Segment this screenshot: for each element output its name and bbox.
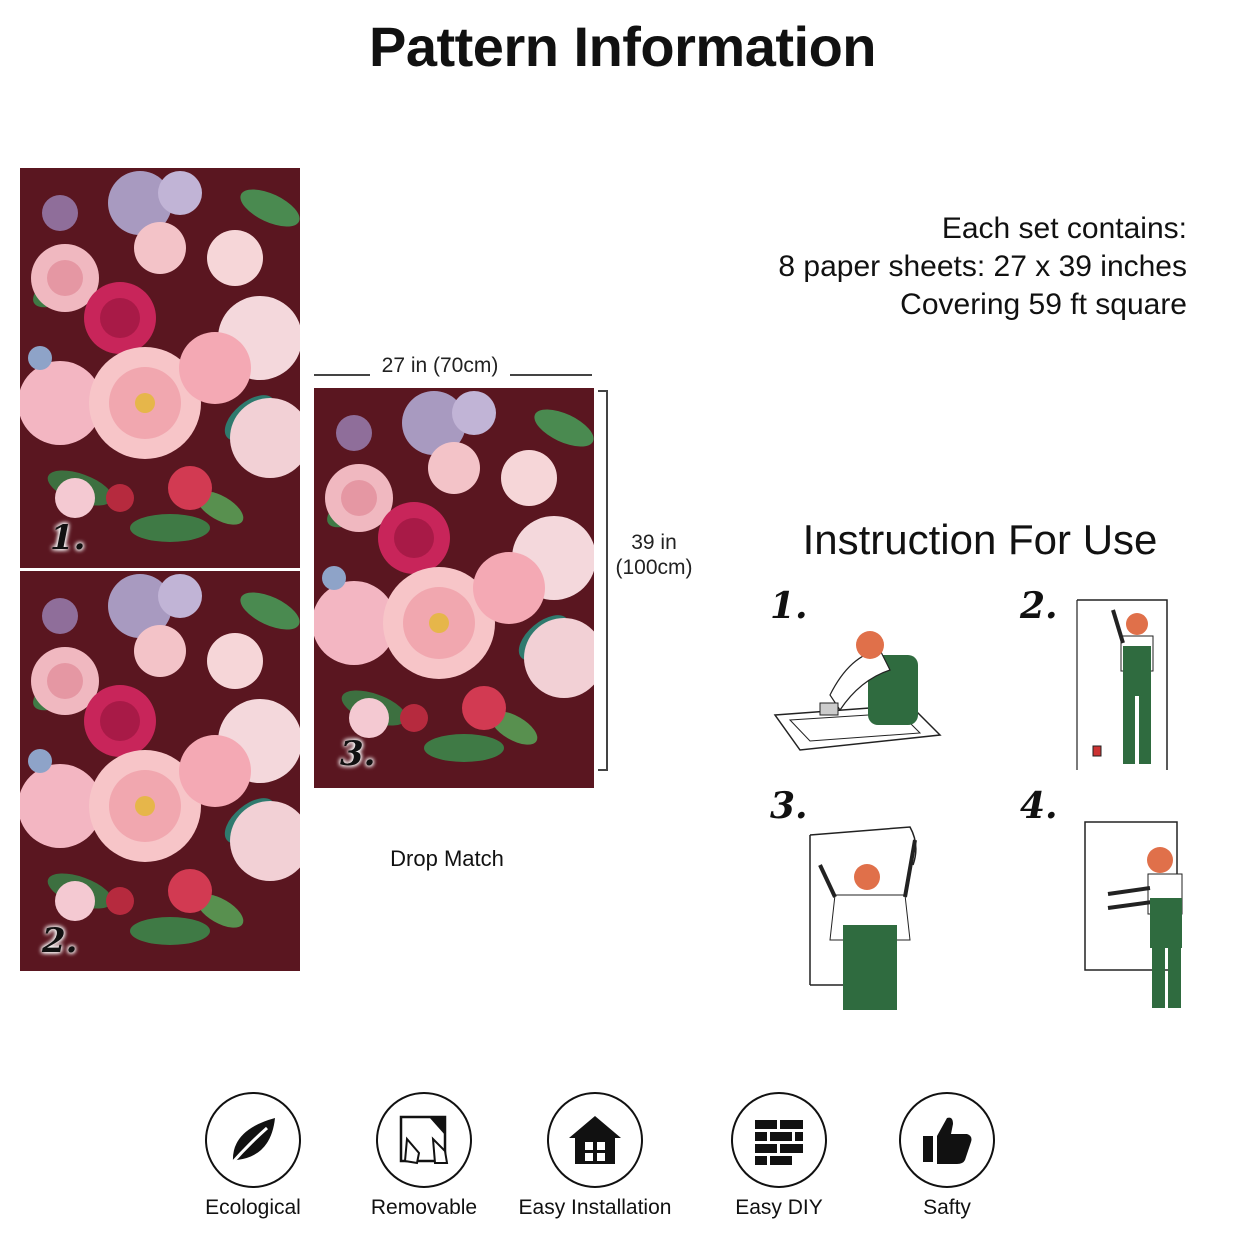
feature-label: Safty — [923, 1196, 971, 1219]
peel-icon — [376, 1092, 472, 1188]
step-4-illustration — [1080, 818, 1195, 1010]
step-3-illustration — [805, 825, 935, 1010]
panel-number-1: 1. — [50, 518, 86, 558]
leaf-icon — [205, 1092, 301, 1188]
drop-match-label: Drop Match — [390, 846, 504, 871]
feature-easy-installation: Easy Installation — [510, 1092, 680, 1220]
step-number-4: 4. — [1020, 785, 1058, 827]
feature-removable: Removable — [339, 1092, 509, 1220]
house-icon — [547, 1092, 643, 1188]
width-dimension-label: 27 in (70cm) — [370, 353, 510, 379]
page-title: Pattern Information — [369, 15, 876, 78]
feature-easy-diy: Easy DIY — [694, 1092, 864, 1220]
feature-label: Easy DIY — [735, 1196, 823, 1219]
thumbs-up-icon — [899, 1092, 995, 1188]
wallpaper-panel-3: 3. — [314, 388, 594, 788]
feature-label: Easy Installation — [518, 1196, 672, 1219]
feature-label: Removable — [370, 1196, 478, 1219]
step-1-illustration — [770, 625, 945, 775]
height-dimension-label: 39 in (100cm) — [615, 531, 693, 580]
wallpaper-panel-2: 2. — [20, 571, 300, 971]
wallpaper-panel-1: 1. — [20, 168, 300, 568]
set-contents-info: Each set contains: 8 paper sheets: 27 x … — [778, 212, 1187, 321]
height-dimension-line — [606, 390, 608, 770]
feature-label: Ecological — [205, 1196, 301, 1219]
step-number-1: 1. — [770, 585, 808, 627]
step-2-illustration — [1075, 598, 1175, 773]
brick-wall-icon — [731, 1092, 827, 1188]
step-number-2: 2. — [1020, 585, 1058, 627]
panel-number-2: 2. — [42, 921, 78, 961]
feature-ecological: Ecological — [168, 1092, 338, 1220]
panel-number-3: 3. — [340, 734, 376, 774]
feature-safety: Safty — [862, 1092, 1032, 1220]
step-number-3: 3. — [770, 785, 808, 827]
instructions-title: Instruction For Use — [802, 516, 1158, 563]
